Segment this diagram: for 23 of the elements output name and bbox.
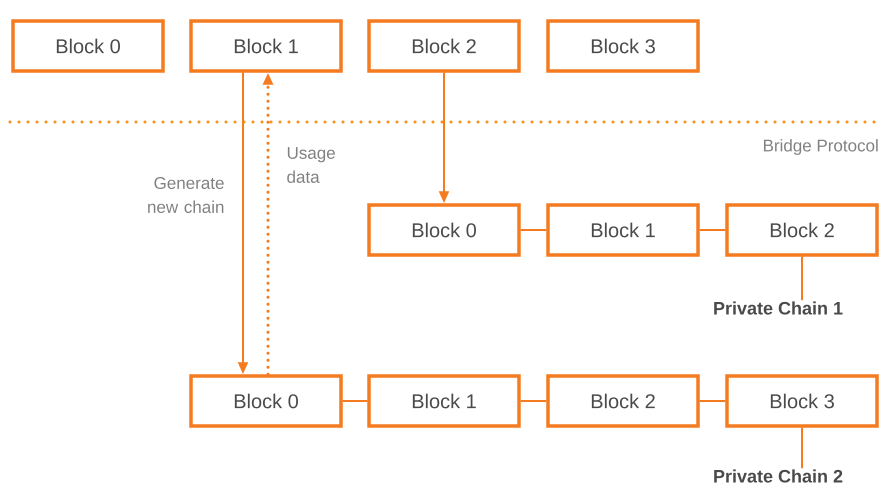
connector-line [342, 400, 368, 402]
edge-label: Generate new chain [148, 176, 224, 214]
connector-line [520, 400, 546, 402]
connector-line [700, 229, 726, 231]
connector-line [801, 256, 804, 300]
block-box: Block 3 [546, 19, 700, 73]
block-box: Block 0 [367, 203, 521, 257]
connector-line [801, 428, 804, 468]
block-box: Block 2 [546, 374, 700, 428]
block-box: Block 1 [367, 374, 521, 428]
block-box: Block 2 [367, 19, 521, 73]
protocol-label: Bridge Protocol [764, 139, 878, 155]
connector-line [700, 400, 726, 402]
connector-line [520, 229, 546, 231]
edge-label: Usage data [287, 147, 335, 183]
block-box: Block 1 [189, 19, 343, 73]
chain-label: Private Chain 2 [714, 469, 842, 483]
block-box: Block 1 [546, 203, 700, 257]
block-box: Block 0 [11, 19, 165, 73]
block-box: Block 0 [189, 374, 343, 428]
chain-label: Private Chain 1 [714, 301, 843, 315]
block-box: Block 2 [725, 203, 879, 257]
block-box: Block 3 [725, 374, 879, 428]
